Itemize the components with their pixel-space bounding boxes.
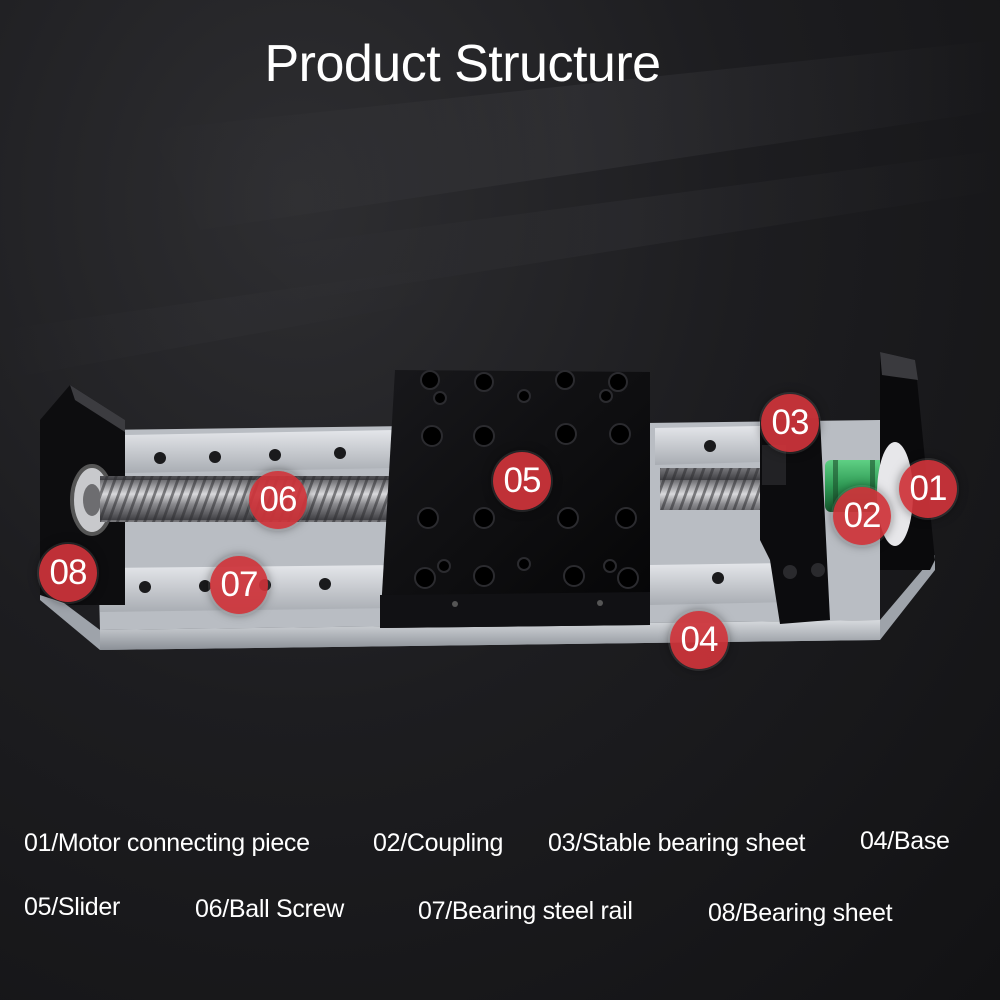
upper-rail <box>125 430 395 473</box>
marker-02: 02 <box>833 487 891 545</box>
legend-item-07: 07/Bearing steel rail <box>418 897 633 925</box>
marker-08: 08 <box>39 544 97 602</box>
legend-item-08: 08/Bearing sheet <box>708 899 893 927</box>
marker-04: 04 <box>670 611 728 669</box>
marker-06: 06 <box>249 471 307 529</box>
marker-01: 01 <box>899 460 957 518</box>
legend-item-02: 02/Coupling <box>373 829 504 857</box>
legend-item-05: 05/Slider <box>24 893 120 921</box>
page-title: Product Structure <box>264 35 661 93</box>
marker-07: 07 <box>210 556 268 614</box>
legend-item-03: 03/Stable bearing sheet <box>548 829 806 857</box>
legend-item-01: 01/Motor connecting piece <box>24 829 310 857</box>
marker-03: 03 <box>761 394 819 452</box>
legend-item-04: 04/Base <box>860 827 950 855</box>
marker-05: 05 <box>493 452 551 510</box>
legend-item-06: 06/Ball Screw <box>195 895 344 923</box>
